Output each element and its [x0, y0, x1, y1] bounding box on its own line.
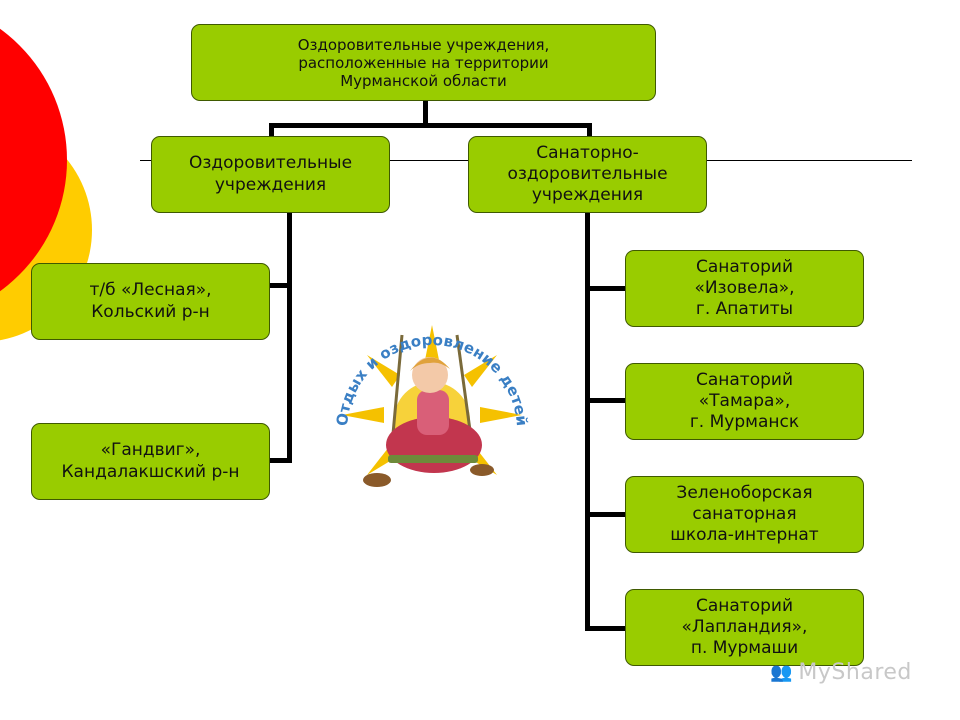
left-item-1: т/б «Лесная», Кольский р-н: [31, 263, 270, 340]
right-group-line-2: оздоровительные: [507, 163, 668, 184]
right-item-4-line-3: п. Мурмаши: [690, 638, 799, 659]
root-line-1: Оздоровительные учреждения,: [297, 35, 550, 54]
right-item-1: Санаторий «Изовела», г. Апатиты: [625, 250, 864, 327]
connector-right-trunk: [585, 211, 590, 631]
connector-left-trunk: [287, 211, 292, 463]
children-rest-logo: Отдых и оздоровление детей: [333, 325, 531, 487]
root-line-2: расположенные на территории: [298, 53, 549, 72]
watermark-text: MyShared: [798, 660, 912, 685]
connector-left-branch-1: [269, 283, 291, 288]
right-group-node: Санаторно- оздоровительные учреждения: [468, 136, 707, 213]
girl-hair: [410, 357, 450, 371]
people-icon: 👥: [770, 662, 793, 683]
right-item-3-line-3: школа-интернат: [670, 525, 819, 546]
connector-left-down: [269, 123, 274, 139]
right-group-line-1: Санаторно-: [536, 142, 639, 163]
left-group-line-2: учреждения: [214, 174, 327, 195]
root-line-3: Мурманской области: [340, 71, 507, 90]
connector-right-branch-4: [585, 626, 627, 631]
right-item-3: Зеленоборская санаторная школа-интернат: [625, 476, 864, 553]
girl-head: [412, 357, 448, 393]
right-item-2-line-1: Санаторий: [695, 369, 793, 390]
left-item-2-line-2: Кандалакшский р-н: [61, 461, 240, 482]
red-circle: [0, 28, 67, 292]
right-item-4-line-2: «Лапландия»,: [681, 616, 808, 637]
girl-body: [417, 390, 449, 435]
swing-seat: [388, 455, 478, 463]
right-item-2-line-2: «Тамара»,: [698, 390, 791, 411]
watermark: 👥 MyShared: [770, 660, 912, 685]
right-item-3-line-1: Зеленоборская: [676, 482, 813, 503]
right-item-4: Санаторий «Лапландия», п. Мурмаши: [625, 589, 864, 666]
right-item-2-line-3: г. Мурманск: [689, 412, 800, 433]
right-item-4-line-1: Санаторий: [695, 595, 793, 616]
left-item-2: «Гандвиг», Кандалакшский р-н: [31, 423, 270, 500]
left-item-2-line-1: «Гандвиг»,: [100, 440, 201, 461]
connector-left-branch-2: [269, 458, 291, 463]
girl-shoe-left: [363, 473, 391, 487]
left-item-1-line-2: Кольский р-н: [91, 301, 210, 322]
right-item-3-line-2: санаторная: [692, 503, 797, 524]
left-group-line-1: Оздоровительные: [188, 153, 353, 174]
right-item-1-line-3: г. Апатиты: [695, 299, 794, 320]
left-item-1-line-1: т/б «Лесная»,: [89, 280, 212, 301]
right-item-2: Санаторий «Тамара», г. Мурманск: [625, 363, 864, 440]
right-item-1-line-1: Санаторий: [695, 256, 793, 277]
connector-right-branch-3: [585, 512, 627, 517]
left-group-node: Оздоровительные учреждения: [151, 136, 390, 213]
connector-right-down: [587, 123, 592, 139]
right-item-1-line-2: «Изовела»,: [694, 277, 795, 298]
connector-root-down: [423, 100, 428, 126]
root-node: Оздоровительные учреждения, расположенны…: [191, 24, 656, 101]
connector-right-branch-1: [585, 286, 627, 291]
connector-right-branch-2: [585, 398, 627, 403]
girl-shoe-right: [470, 464, 494, 476]
right-group-line-3: учреждения: [531, 185, 644, 206]
connector-horizontal: [269, 123, 592, 128]
